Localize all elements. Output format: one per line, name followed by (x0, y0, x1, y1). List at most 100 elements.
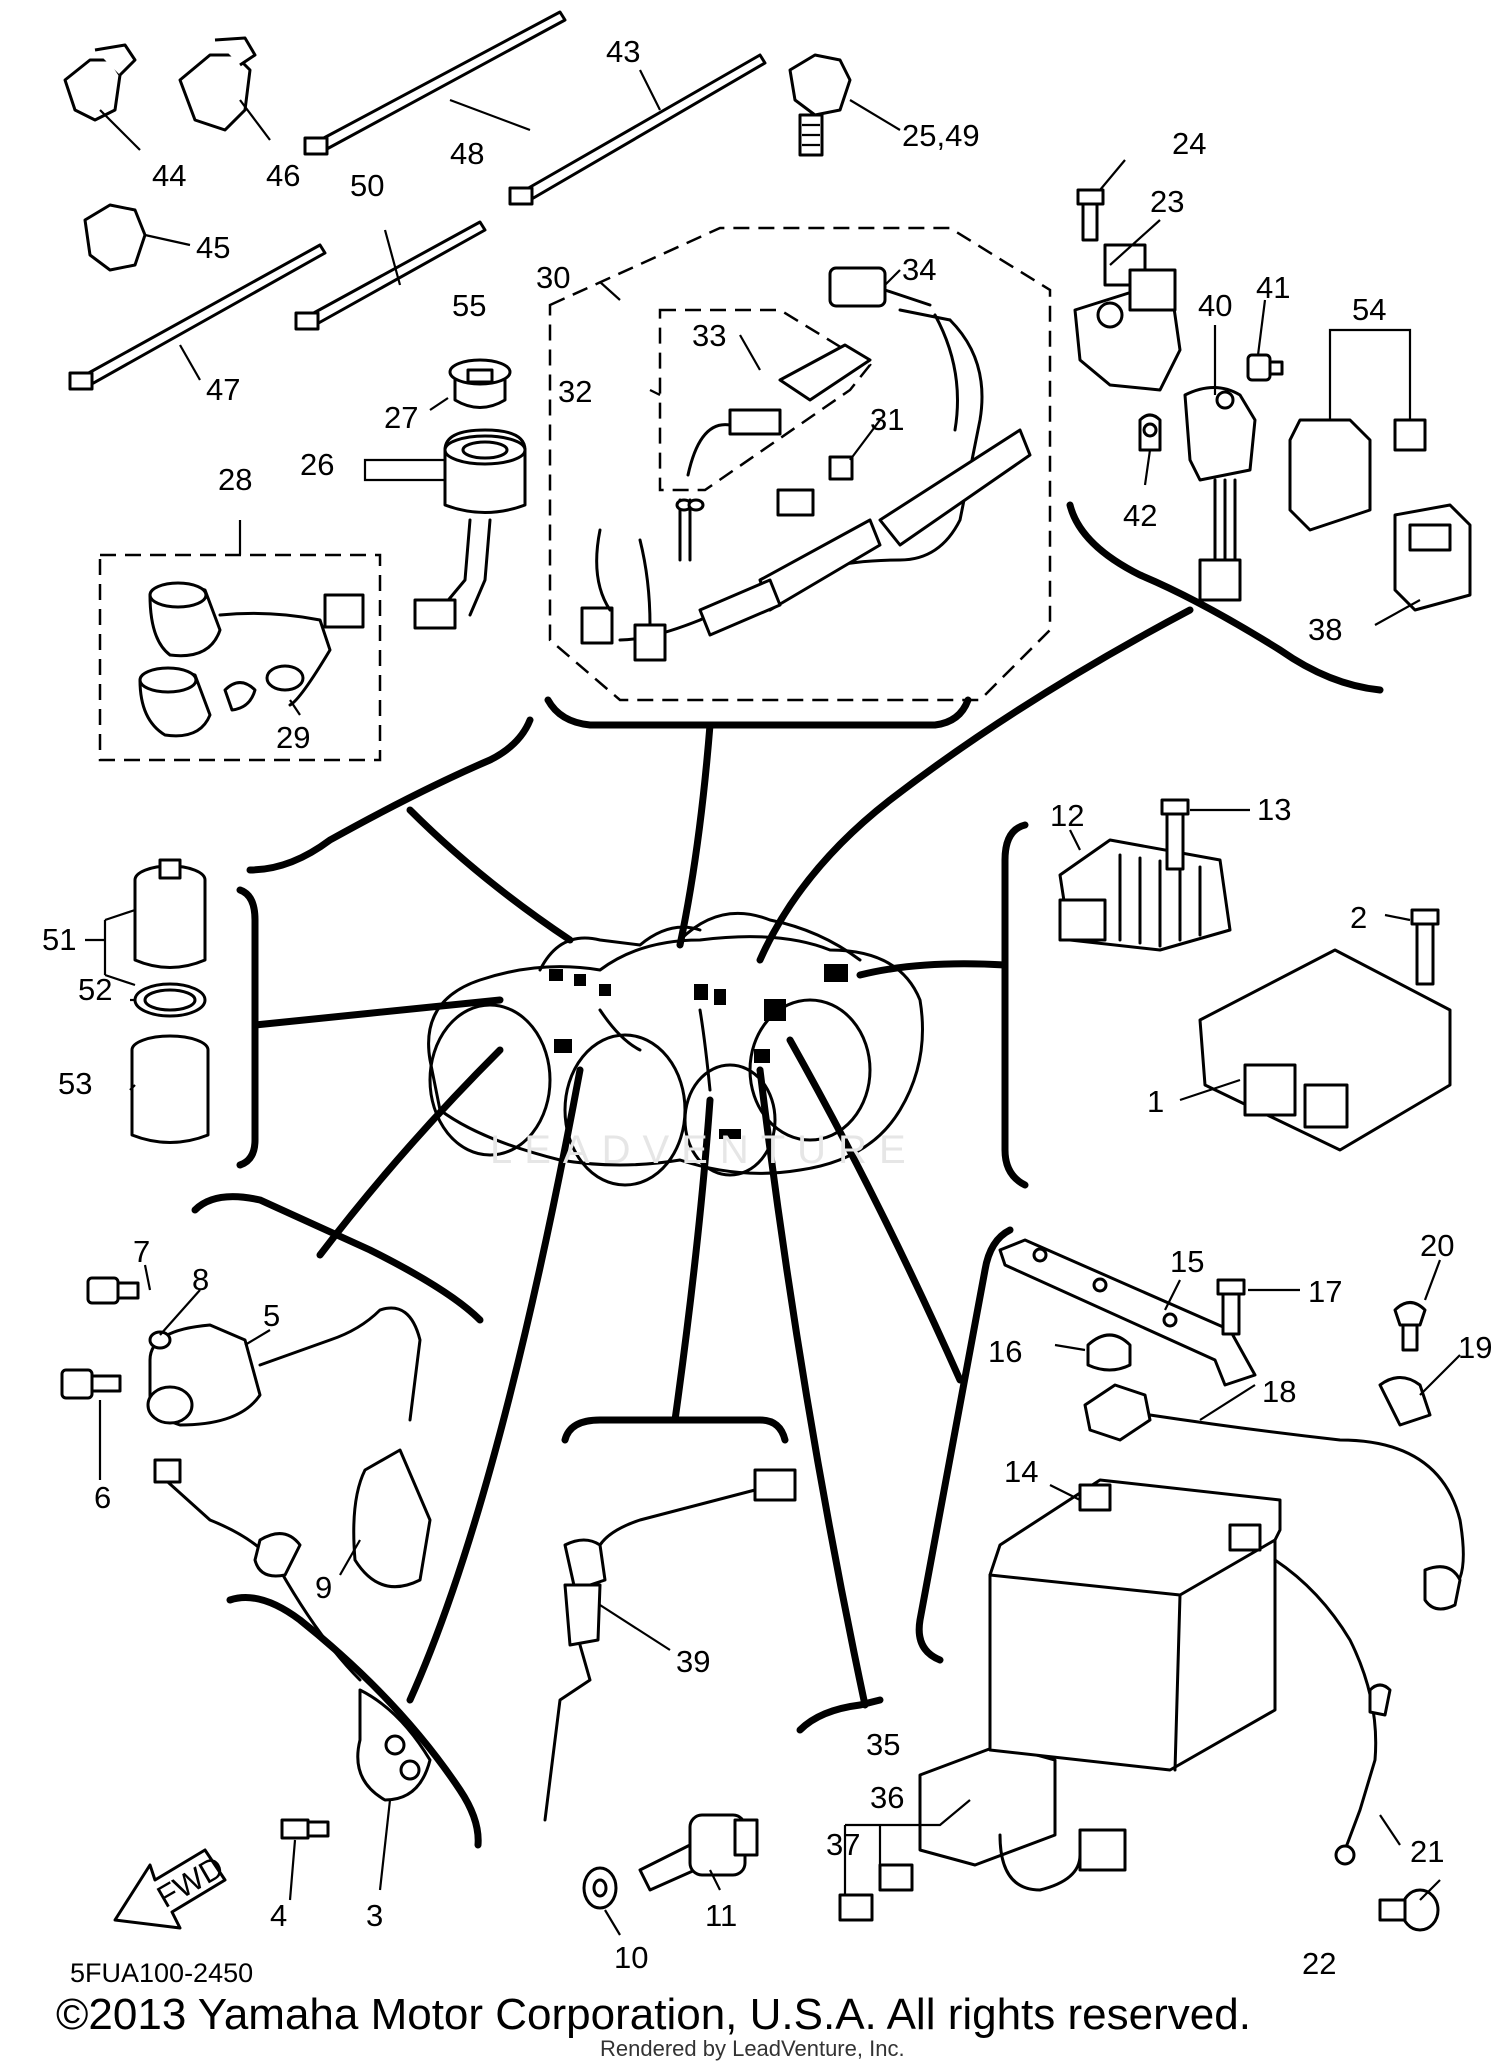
sleeve-53 (130, 1034, 210, 1144)
callout-28: 28 (218, 462, 252, 497)
callout-36: 36 (870, 1780, 904, 1815)
callout-18: 18 (1262, 1374, 1296, 1409)
bolt-41 (1246, 353, 1284, 382)
callout-43: 43 (606, 34, 640, 69)
callout-4: 4 (270, 1898, 287, 1933)
callout-34: 34 (902, 252, 936, 287)
fuse-box-38 (1393, 503, 1472, 612)
callout-31: 31 (870, 402, 904, 437)
callout-9: 9 (315, 1570, 332, 1605)
bolt-17 (1216, 1278, 1246, 1336)
bolt-4 (280, 1818, 330, 1840)
damper-16 (1086, 1333, 1132, 1372)
battery-14 (988, 1478, 1282, 1772)
callout-20: 20 (1420, 1228, 1454, 1263)
bolt-7 (86, 1276, 140, 1305)
cable-tie-47 (68, 243, 327, 391)
bolt-2 (1410, 908, 1440, 986)
callout-24: 24 (1172, 126, 1206, 161)
fwd-arrow-icon: FWD (113, 1848, 230, 1930)
callout-6: 6 (94, 1480, 111, 1515)
fuse-37 (838, 1893, 874, 1922)
clip-42 (1138, 413, 1162, 452)
callout-46: 46 (266, 158, 300, 193)
callout-42: 42 (1123, 498, 1157, 533)
group-brackets (191, 501, 1384, 1849)
callout-40: 40 (1198, 288, 1232, 323)
callout-22: 22 (1302, 1946, 1336, 1981)
group-30-dashed-box (548, 226, 1052, 702)
nut-52 (133, 982, 207, 1018)
callout-3: 3 (366, 1898, 383, 1933)
callout-37: 37 (826, 1827, 860, 1862)
fuse-box-54 (1288, 418, 1427, 532)
callout-23: 23 (1150, 184, 1184, 219)
flasher-relay-40 (1183, 386, 1257, 602)
dc-socket-51 (133, 858, 207, 969)
callout-27: 27 (384, 400, 418, 435)
bolt-20 (1393, 1301, 1427, 1352)
callout-17: 17 (1308, 1274, 1342, 1309)
group-28-dashed-box (98, 553, 382, 762)
diagram-code: 5FUA100-2450 (70, 1958, 254, 1988)
callout-labels: 1 2 3 4 5 6 7 8 9 10 11 12 13 14 15 16 1… (42, 34, 1492, 1981)
leader-lines (85, 69, 1461, 1936)
callout-25-49: 25,49 (902, 118, 980, 153)
callout-7: 7 (133, 1234, 150, 1269)
rectifier-regulator-12 (1058, 838, 1232, 952)
watermark: LEADVENTURE (490, 1128, 918, 1172)
callout-1: 1 (1147, 1084, 1164, 1119)
callout-14: 14 (1004, 1454, 1038, 1489)
callout-10: 10 (614, 1940, 648, 1975)
washer-10 (582, 1866, 618, 1910)
callout-11: 11 (705, 1898, 737, 1933)
callout-12: 12 (1050, 798, 1084, 833)
group-32-dashed-box (658, 308, 872, 492)
wire-harness-30 (580, 266, 1032, 662)
callout-13: 13 (1257, 792, 1291, 827)
atv-outline-icon (427, 911, 924, 1187)
cap-19 (1378, 1376, 1432, 1427)
callout-5: 5 (263, 1298, 280, 1333)
callout-44: 44 (152, 158, 186, 193)
callout-48: 48 (450, 136, 484, 171)
rendered-by-notice: Rendered by LeadVenture, Inc. (600, 2036, 905, 2061)
cable-tie-48 (303, 10, 567, 156)
copyright-notice: ©2013 Yamaha Motor Corporation, U.S.A. A… (56, 1990, 1251, 2039)
bolt-22 (1378, 1888, 1440, 1932)
callout-26: 26 (300, 447, 334, 482)
callout-45: 45 (196, 230, 230, 265)
cable-tie-43 (508, 53, 767, 206)
cable-clip-25-49 (788, 53, 852, 157)
callout-33: 33 (692, 318, 726, 353)
callout-8: 8 (192, 1262, 209, 1297)
bolt-13 (1160, 798, 1190, 871)
callout-16: 16 (988, 1334, 1022, 1369)
callout-55: 55 (452, 288, 486, 323)
callout-53: 53 (58, 1066, 92, 1101)
callout-38: 38 (1308, 612, 1342, 647)
callout-2: 2 (1350, 900, 1367, 935)
callout-51: 51 (42, 922, 76, 957)
fuse-36 (878, 1863, 914, 1892)
main-switch-26 (413, 358, 527, 630)
bolt-6 (60, 1368, 122, 1400)
bolt-24 (1076, 188, 1105, 242)
thermo-sensor-39 (543, 1468, 797, 1822)
callout-52: 52 (78, 972, 112, 1007)
callout-15: 15 (1170, 1244, 1204, 1279)
connector-33 (686, 343, 872, 477)
callout-54: 54 (1352, 292, 1386, 327)
neutral-switch-11 (638, 1813, 759, 1892)
relay-35 (918, 1743, 1127, 1892)
cable-clip-44 (63, 43, 137, 122)
cdi-unit-1 (1198, 948, 1452, 1152)
pickup-coil-3 (153, 1458, 432, 1802)
callout-21: 21 (1410, 1834, 1444, 1869)
cable-clip-46 (178, 36, 257, 132)
callout-30: 30 (536, 260, 570, 295)
starter-relay-23 (1073, 243, 1182, 392)
callout-32: 32 (558, 374, 592, 409)
callout-47: 47 (206, 372, 240, 407)
